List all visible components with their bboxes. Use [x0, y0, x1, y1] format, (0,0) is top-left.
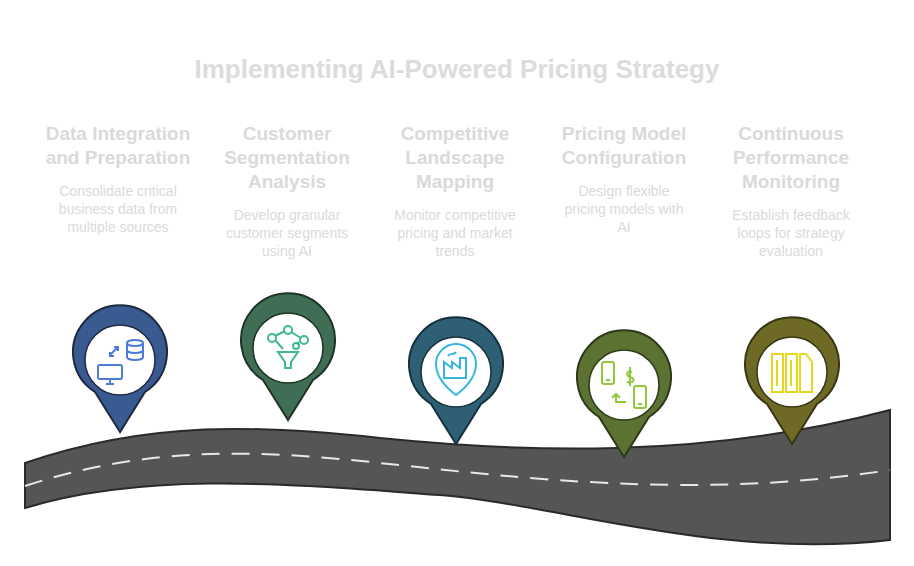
step-description: Design flexible pricing models with AI [554, 182, 694, 236]
map-pin [73, 305, 167, 432]
step-text-block: Pricing Model ConfigurationDesign flexib… [554, 122, 694, 236]
step-text-block: Continuous Performance MonitoringEstabli… [716, 122, 866, 260]
step-text-block: Competitive Landscape MappingMonitor com… [380, 122, 530, 260]
step-heading: Customer Segmentation Analysis [207, 122, 367, 194]
step-description: Monitor competitive pricing and market t… [380, 206, 530, 260]
step-description: Develop granular customer segments using… [207, 206, 367, 260]
map-pin [241, 293, 335, 420]
step-text-block: Customer Segmentation AnalysisDevelop gr… [207, 122, 367, 260]
step-description: Consolidate critical business data from … [43, 182, 193, 236]
step-heading: Data Integration and Preparation [43, 122, 193, 170]
step-heading: Continuous Performance Monitoring [716, 122, 866, 194]
diagram-title: Implementing AI-Powered Pricing Strategy [0, 54, 914, 85]
map-pin [577, 330, 671, 457]
step-text-block: Data Integration and PreparationConsolid… [43, 122, 193, 236]
map-pin [745, 317, 839, 444]
map-pin [409, 317, 503, 444]
step-heading: Pricing Model Configuration [554, 122, 694, 170]
step-heading: Competitive Landscape Mapping [380, 122, 530, 194]
road-centerline [25, 454, 890, 486]
step-description: Establish feedback loops for strategy ev… [716, 206, 866, 260]
